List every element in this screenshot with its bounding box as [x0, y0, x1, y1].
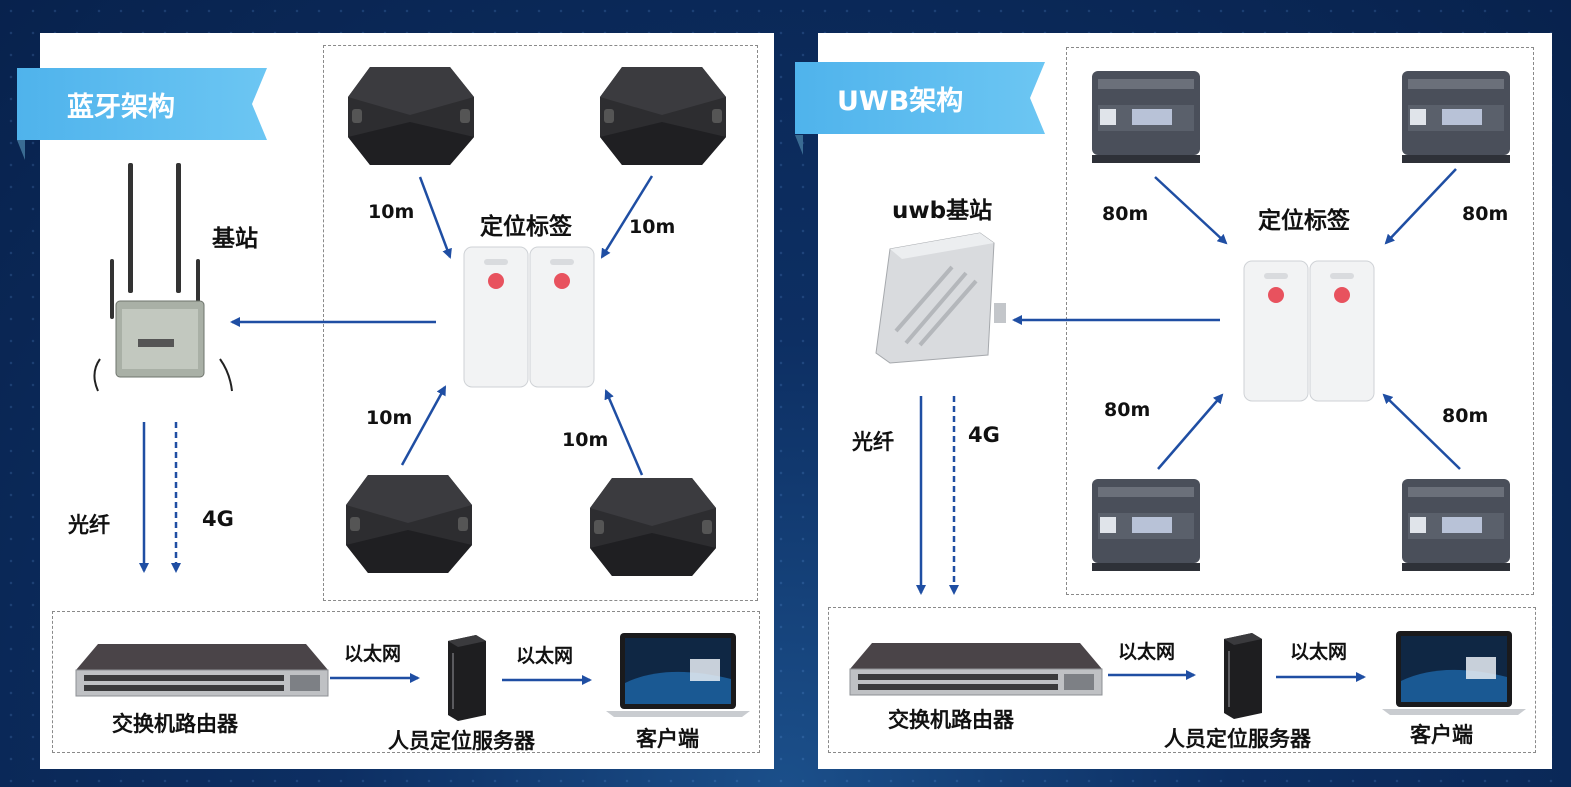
switch-router-label: 交换机路由器: [112, 712, 238, 736]
beacon-top-right: [600, 67, 726, 165]
tag-label: 定位标签: [480, 214, 572, 240]
base-station-label: 基站: [212, 226, 258, 252]
switch-router-label: 交换机路由器: [888, 708, 1014, 732]
4g-link-label: 4G: [968, 423, 1000, 447]
uwb-anchor-bottom-left: [1092, 479, 1200, 571]
bluetooth-diagram-graphics: [75, 67, 750, 721]
bluetooth-title-ribbon: [17, 68, 267, 140]
tag-label: 定位标签: [1258, 208, 1350, 234]
uwb-base-station: [875, 232, 1006, 364]
positioning-tags: [463, 246, 595, 388]
uwb-architecture-panel: uwb基站 定位标签 80m 80m 80m 80m 光纤 4G 交换机路由器 …: [818, 33, 1552, 769]
positioning-tags: [1243, 260, 1375, 402]
ethernet-label-1: 以太网: [1118, 641, 1176, 663]
server-label: 人员定位服务器: [388, 729, 535, 753]
distance-label-top-left: 80m: [1102, 203, 1149, 225]
switch-router-device: [75, 644, 329, 697]
backend-zone-box: [828, 607, 1536, 753]
fiber-link-label: 光纤: [68, 513, 110, 537]
ethernet-label-2: 以太网: [516, 645, 574, 667]
positioning-server-device: [1224, 633, 1262, 719]
distance-label-bottom-left: 80m: [1104, 399, 1151, 421]
bluetooth-architecture-panel: 基站 定位标签 10m 10m 10m 10m 光纤 4G 交换机路由器 以太网…: [40, 33, 774, 769]
beacon-bottom-right: [590, 478, 716, 576]
base-station-label: uwb基站: [892, 198, 993, 224]
fiber-link-label: 光纤: [852, 430, 894, 454]
backend-zone-box: [52, 611, 760, 753]
switch-router-device: [849, 643, 1103, 696]
beacon-bottom-left: [346, 475, 472, 573]
distance-label-top-right: 80m: [1462, 203, 1509, 225]
4g-link-label: 4G: [202, 507, 234, 531]
ethernet-label-1: 以太网: [344, 643, 402, 665]
uwb-diagram-graphics: [849, 71, 1526, 719]
distance-label-bottom-left: 10m: [366, 407, 413, 429]
client-laptop: [606, 633, 750, 717]
beacon-top-left: [348, 67, 474, 165]
uwb-anchor-top-right: [1402, 71, 1510, 163]
uwb-anchor-top-left: [1092, 71, 1200, 163]
positioning-server-device: [448, 635, 486, 721]
distance-label-top-left: 10m: [368, 201, 415, 223]
bluetooth-base-station: [93, 163, 233, 392]
distance-label-top-right: 10m: [629, 216, 676, 238]
uwb-title: UWB架构: [837, 86, 964, 117]
distance-label-bottom-right: 80m: [1442, 405, 1489, 427]
distance-label-bottom-right: 10m: [562, 429, 609, 451]
uwb-title-ribbon: [795, 62, 1045, 134]
client-laptop: [1382, 631, 1526, 715]
ethernet-label-2: 以太网: [1290, 641, 1348, 663]
uwb-anchor-bottom-right: [1402, 479, 1510, 571]
server-label: 人员定位服务器: [1164, 727, 1311, 751]
bluetooth-title: 蓝牙架构: [67, 92, 175, 123]
client-label: 客户端: [636, 727, 699, 751]
client-label: 客户端: [1410, 723, 1473, 747]
